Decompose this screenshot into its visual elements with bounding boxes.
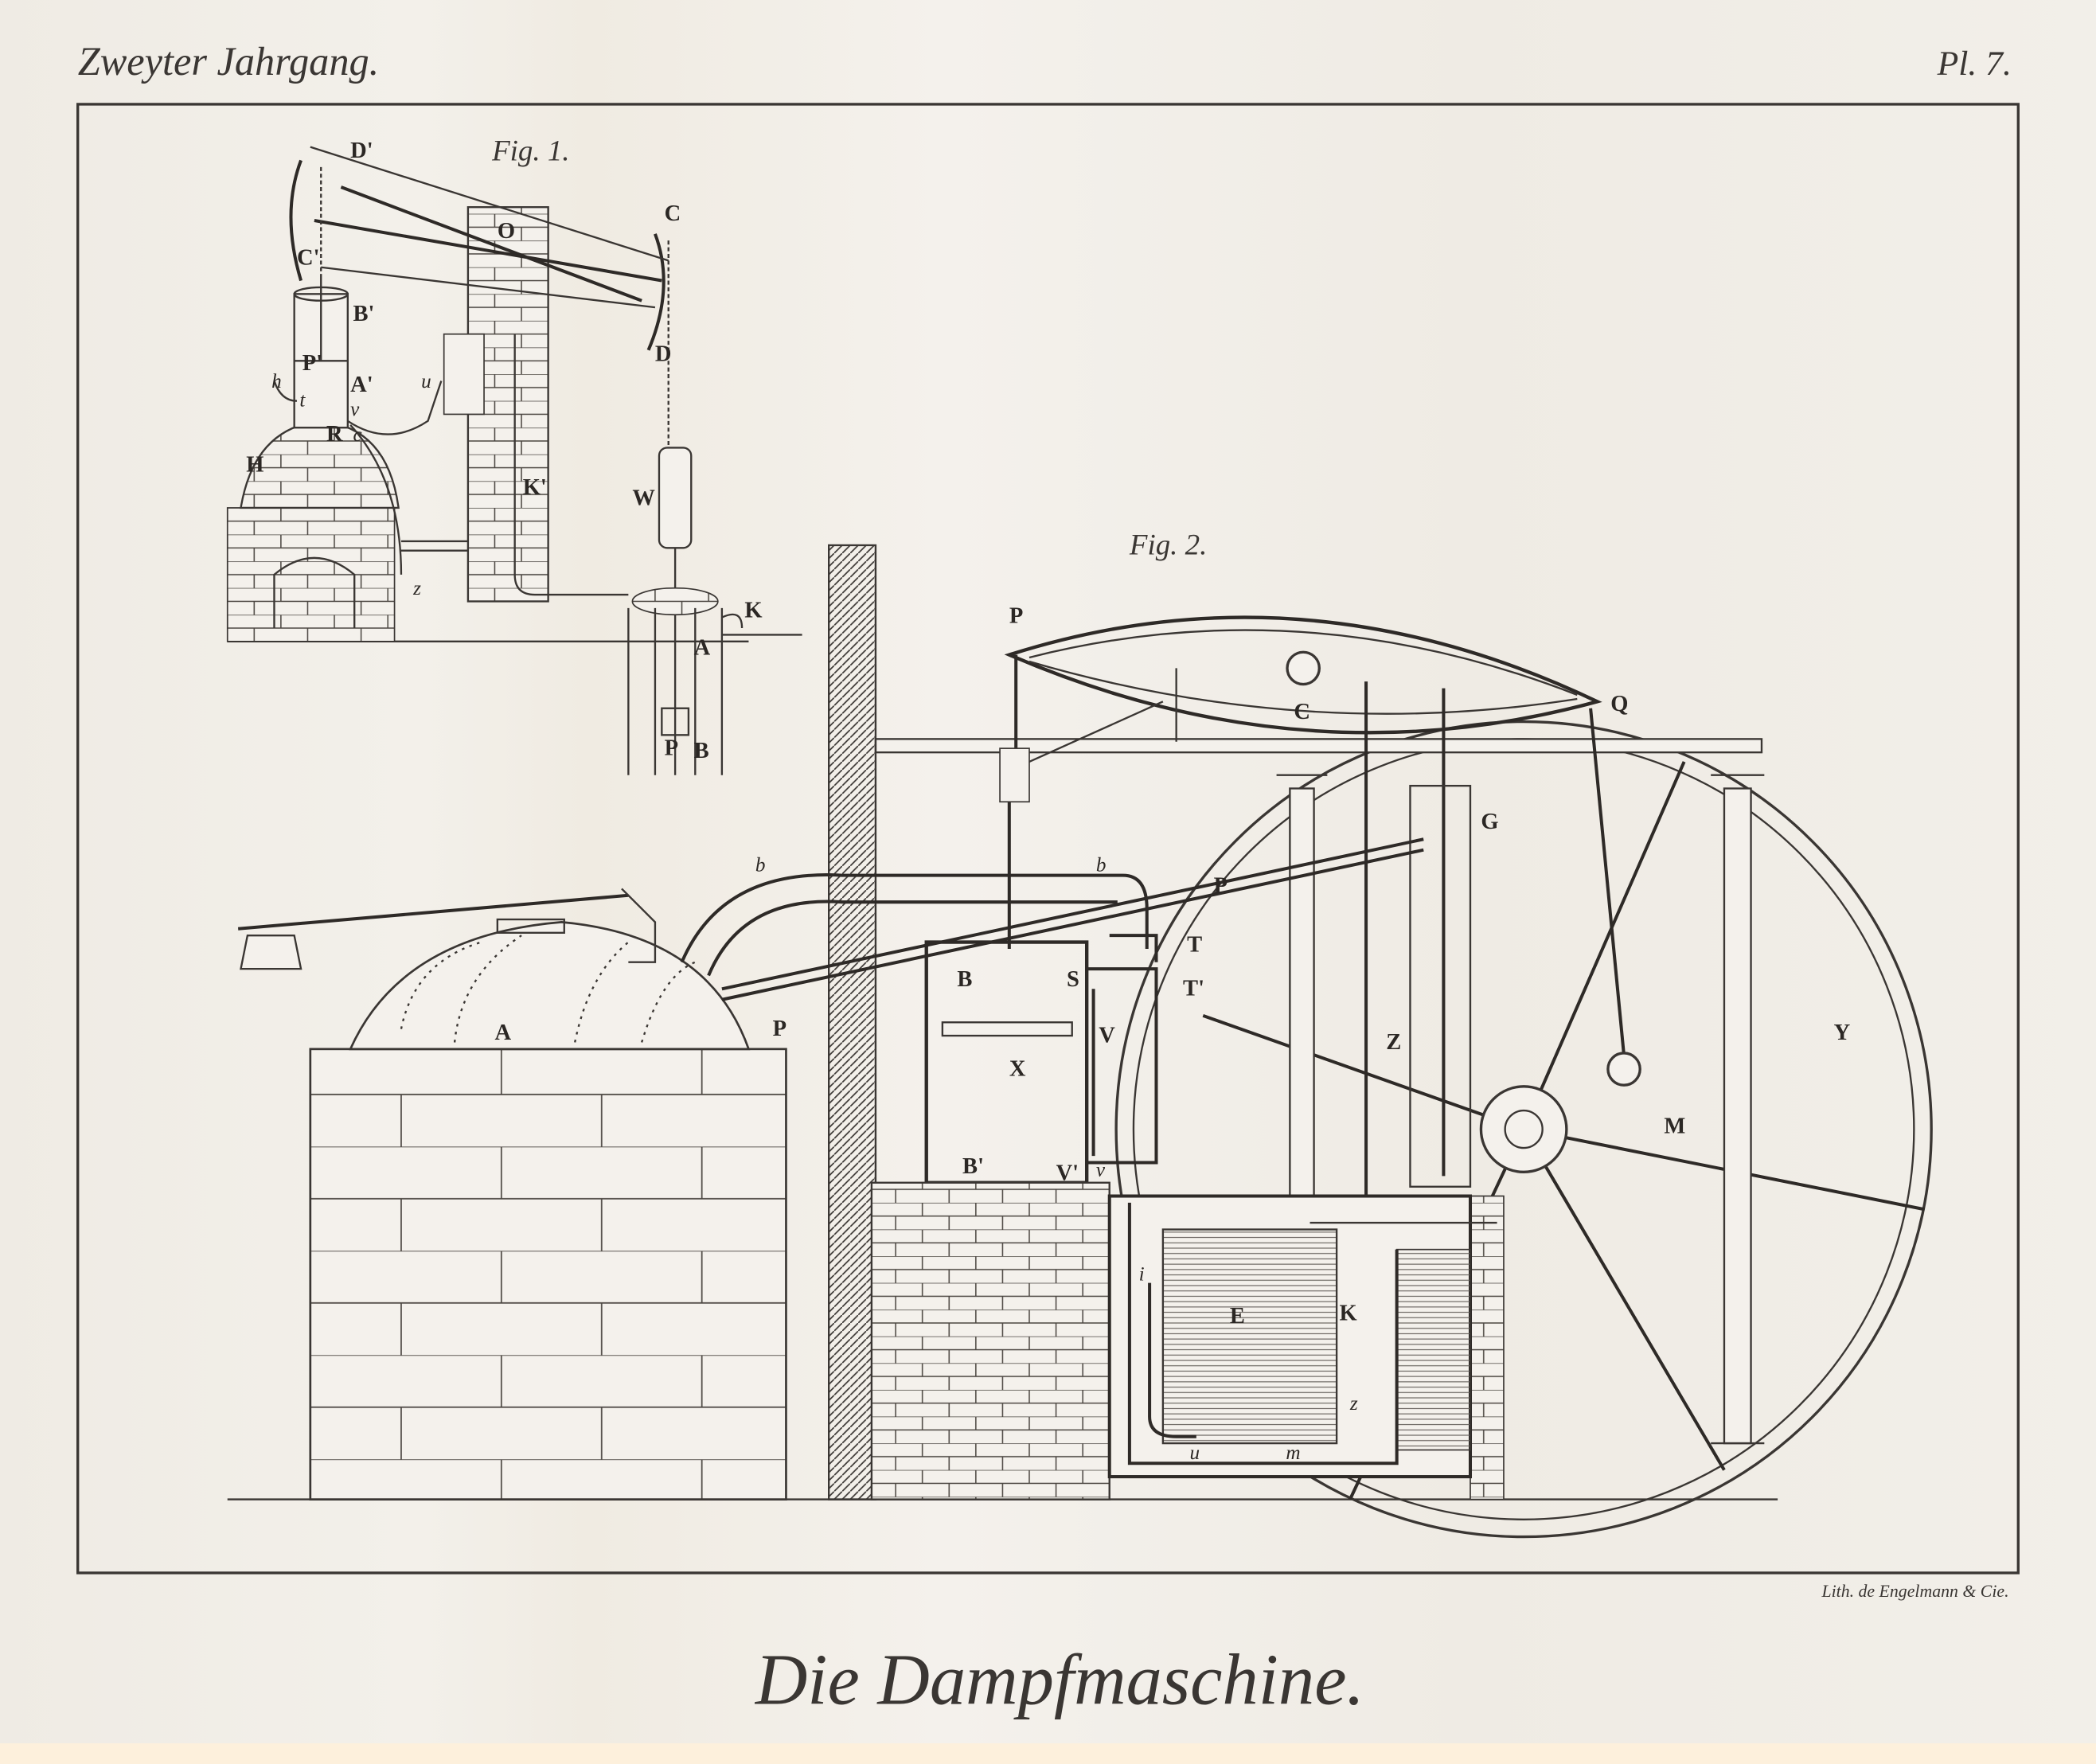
svg-text:W: W bbox=[632, 486, 655, 511]
svg-text:u: u bbox=[1189, 1442, 1200, 1464]
svg-text:H: H bbox=[246, 453, 263, 478]
svg-text:A: A bbox=[494, 1021, 511, 1045]
svg-text:u: u bbox=[421, 371, 431, 392]
svg-text:Z: Z bbox=[1386, 1030, 1401, 1055]
svg-text:B': B' bbox=[962, 1154, 984, 1179]
svg-text:A': A' bbox=[350, 373, 373, 397]
fig1-labels: D' C' B' P' A' h t v u R c H O C D K' W … bbox=[246, 139, 762, 763]
air-pump bbox=[1409, 784, 1472, 1188]
svg-text:t: t bbox=[299, 389, 306, 411]
column-right bbox=[1723, 787, 1752, 1445]
svg-text:O: O bbox=[498, 219, 515, 244]
svg-text:G: G bbox=[1481, 810, 1498, 834]
svg-text:D': D' bbox=[350, 139, 373, 163]
series-title: Zweyter Jahrgang. bbox=[78, 39, 380, 84]
svg-text:c: c bbox=[353, 424, 362, 446]
svg-text:K: K bbox=[1339, 1302, 1356, 1326]
svg-text:P: P bbox=[665, 736, 678, 761]
counterweight bbox=[658, 447, 693, 549]
wall bbox=[828, 544, 877, 1501]
svg-text:C: C bbox=[1294, 700, 1310, 724]
lithographer-credit: Lith. de Engelmann & Cie. bbox=[1821, 1582, 2008, 1601]
svg-text:V: V bbox=[1099, 1023, 1115, 1048]
svg-text:X: X bbox=[1009, 1056, 1026, 1081]
svg-text:B: B bbox=[694, 739, 709, 763]
svg-text:B: B bbox=[957, 967, 972, 992]
boiler-brickwork bbox=[309, 1048, 787, 1501]
fig2-labels: P C Q G b b P A P B S T T' X V Z Y M B' … bbox=[494, 603, 1850, 1464]
plate-title: Die Dampfmaschine. bbox=[754, 1639, 1364, 1719]
svg-text:C: C bbox=[665, 201, 681, 226]
bottom-paper-edge bbox=[0, 1743, 2096, 1764]
svg-text:K': K' bbox=[523, 475, 547, 500]
fig1-newcomen-engine: Fig. 1. D' C' B' bbox=[226, 134, 802, 775]
svg-text:i: i bbox=[1139, 1263, 1145, 1285]
svg-text:z: z bbox=[1349, 1393, 1358, 1415]
plate-number: Pl. 7. bbox=[1937, 45, 2012, 83]
svg-text:R: R bbox=[326, 422, 343, 447]
svg-text:Y: Y bbox=[1834, 1021, 1851, 1045]
flywheel bbox=[1114, 720, 1933, 1539]
svg-text:T: T bbox=[1187, 932, 1202, 957]
svg-text:b: b bbox=[1096, 855, 1107, 876]
svg-text:P: P bbox=[1214, 873, 1228, 898]
steam-cylinder bbox=[924, 940, 1089, 1184]
furnace bbox=[226, 507, 396, 642]
boiler-dome bbox=[240, 420, 400, 509]
engine-brickwork bbox=[870, 1181, 1110, 1501]
svg-text:B': B' bbox=[353, 302, 375, 326]
svg-text:E: E bbox=[1230, 1304, 1245, 1329]
svg-text:b: b bbox=[755, 855, 766, 876]
working-beam bbox=[1004, 615, 1602, 735]
svg-text:Q: Q bbox=[1610, 692, 1628, 716]
svg-text:M: M bbox=[1664, 1114, 1685, 1139]
boiler-A bbox=[349, 921, 751, 1051]
fig1-caption: Fig. 1. bbox=[491, 134, 569, 166]
svg-text:P: P bbox=[1009, 603, 1023, 628]
svg-text:P: P bbox=[773, 1017, 786, 1041]
svg-text:P': P' bbox=[302, 351, 322, 376]
svg-text:h: h bbox=[271, 371, 282, 392]
svg-text:T': T' bbox=[1183, 977, 1204, 1001]
fig2-caption: Fig. 2. bbox=[1129, 529, 1207, 561]
svg-text:D: D bbox=[655, 341, 672, 366]
svg-text:v: v bbox=[350, 399, 360, 420]
svg-text:z: z bbox=[412, 578, 421, 599]
svg-text:A: A bbox=[694, 636, 711, 661]
svg-text:K: K bbox=[744, 599, 762, 623]
fig2-watt-engine: Fig. 2. bbox=[227, 529, 1933, 1539]
plate-frame bbox=[76, 103, 2020, 1575]
svg-text:m: m bbox=[1286, 1442, 1300, 1464]
svg-text:S: S bbox=[1067, 967, 1079, 992]
svg-text:C': C' bbox=[297, 245, 320, 270]
condenser-E bbox=[1161, 1228, 1338, 1445]
svg-text:v: v bbox=[1096, 1159, 1106, 1181]
svg-text:V': V' bbox=[1056, 1161, 1079, 1185]
